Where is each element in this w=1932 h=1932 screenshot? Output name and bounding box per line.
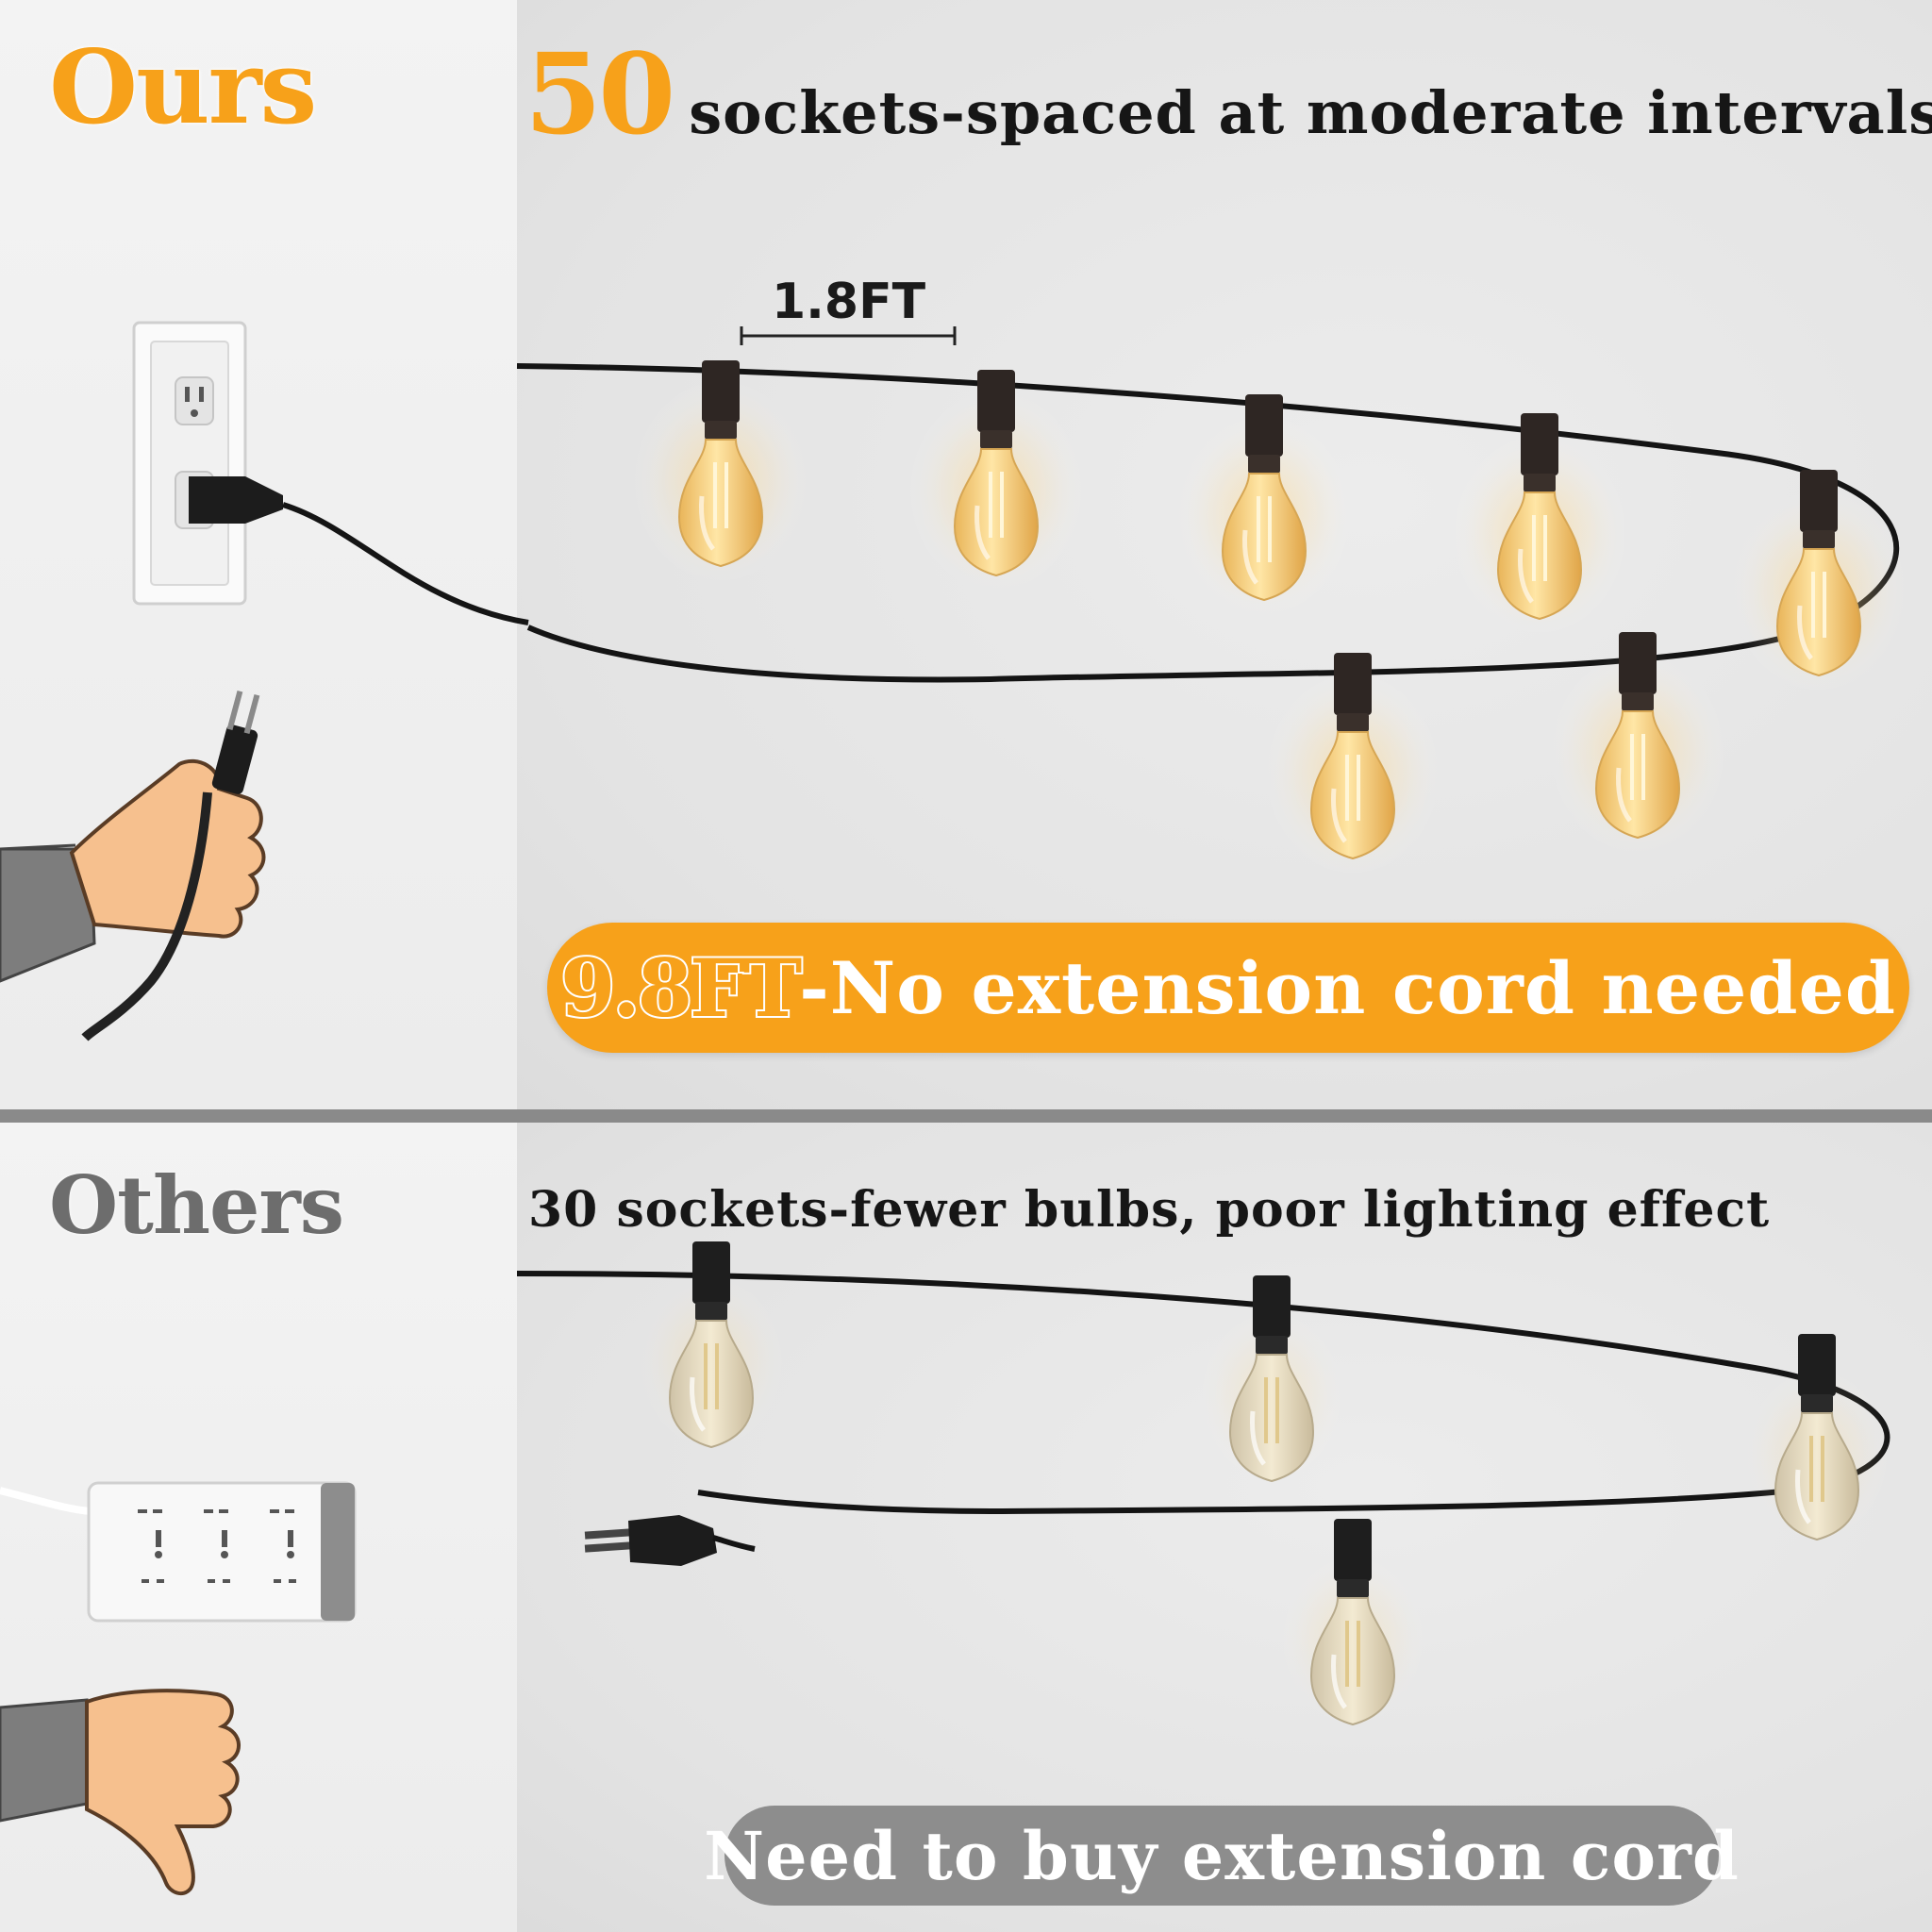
light-bulb-icon (1741, 1334, 1892, 1544)
extension-cord-badge: Need to buy extension cord (704, 1806, 1739, 1906)
extension-cord-note: Need to buy extension cord (704, 1816, 1740, 1895)
cord-length: 9.8FT (558, 940, 804, 1037)
spacing-dimension (740, 326, 957, 345)
power-cord (282, 502, 529, 625)
light-bulb-icon (1174, 394, 1354, 619)
others-illustration (0, 1123, 1932, 1896)
light-bulb-icon (1729, 470, 1908, 694)
cord-note: -No extension cord needed (799, 945, 1897, 1030)
section-divider (0, 1109, 1932, 1123)
spacing-label: 1.8FT (772, 274, 926, 330)
cord-length-badge: 9.8FT-No extension cord needed (547, 923, 1909, 1053)
socket-count: 50 (525, 28, 675, 159)
ours-illustration (0, 321, 1932, 1041)
others-right-column (517, 1123, 1932, 1932)
light-bulb-icon (1277, 1519, 1428, 1729)
others-panel: Others (0, 1123, 1932, 1932)
others-label: Others (49, 1158, 344, 1252)
light-bulb-icon (631, 360, 810, 585)
others-headline: 30 sockets-fewer bulbs, poor lighting ef… (528, 1181, 1771, 1239)
ours-label: Ours (49, 28, 317, 147)
plug-in-hand-icon (0, 690, 266, 1041)
light-bulb-icon (907, 370, 1086, 594)
light-bulb-icon (1263, 653, 1442, 877)
wall-outlet-icon (132, 321, 283, 606)
power-strip-icon (0, 1481, 357, 1623)
thumbs-down-icon (0, 1689, 241, 1896)
light-bulb-icon (1450, 413, 1629, 638)
ours-headline-text: sockets-spaced at moderate intervals (689, 78, 1932, 147)
light-bulb-icon (1196, 1275, 1347, 1486)
plug-icon (584, 1515, 756, 1566)
